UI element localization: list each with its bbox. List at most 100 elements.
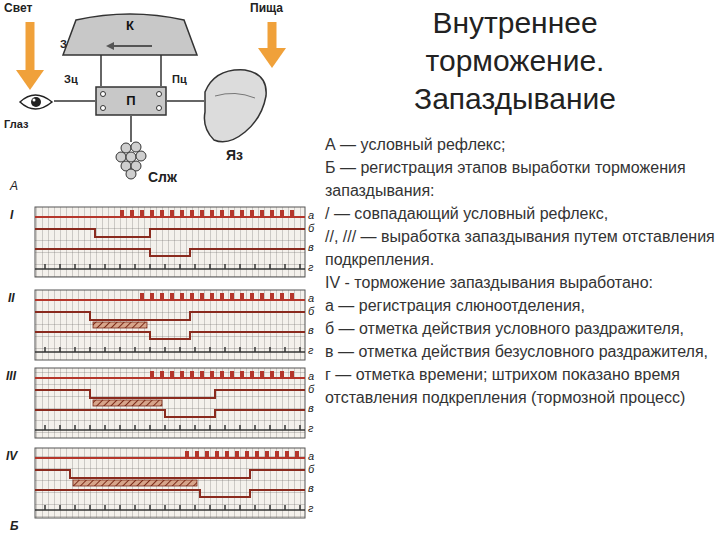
- time-tick: [44, 264, 46, 269]
- saliva-drop: [170, 371, 174, 377]
- time-tick: [209, 505, 211, 510]
- time-tick: [44, 347, 46, 352]
- saliva-drop: [260, 210, 264, 216]
- saliva-drop: [200, 371, 204, 377]
- block-label: П: [95, 86, 167, 108]
- part-label: Яз: [226, 148, 243, 163]
- saliva-drop: [290, 210, 294, 216]
- time-tick: [179, 347, 181, 352]
- time-tick: [239, 425, 241, 430]
- saliva-drop: [210, 293, 214, 299]
- panel-label: Б: [10, 520, 19, 533]
- saliva-drop: [295, 451, 299, 457]
- chart-panel: [35, 207, 305, 277]
- cortex-block: К: [62, 14, 198, 56]
- time-tick: [59, 505, 61, 510]
- panel-label: I: [10, 209, 13, 222]
- time-tick: [179, 505, 181, 510]
- time-tick: [224, 425, 226, 430]
- panel-label: а: [308, 450, 314, 462]
- panel-label: б: [308, 463, 314, 475]
- panel-label: б: [308, 222, 314, 234]
- saliva-drop: [240, 371, 244, 377]
- saliva-drop: [240, 293, 244, 299]
- tongue: [204, 70, 266, 142]
- block-label: К: [62, 14, 198, 33]
- time-tick: [179, 264, 181, 269]
- time-tick: [269, 505, 271, 510]
- time-tick: [119, 264, 121, 269]
- saliva-drop: [120, 210, 124, 216]
- panel-label: в: [308, 241, 314, 253]
- time-tick: [164, 505, 166, 510]
- panel-label: в: [308, 482, 314, 494]
- time-tick: [59, 425, 61, 430]
- saliva-drop: [230, 371, 234, 377]
- time-tick: [89, 425, 91, 430]
- note-line: / — совпадающий условный рефлекс,: [325, 202, 715, 225]
- notes: А — условный рефлекс;Б — регистрация эта…: [325, 133, 715, 409]
- saliva-drop: [190, 293, 194, 299]
- saliva-drop: [160, 293, 164, 299]
- chart-panel: [35, 368, 305, 438]
- saliva-drop: [270, 293, 274, 299]
- light-arrow: [26, 22, 35, 70]
- saliva-drop: [235, 451, 239, 457]
- time-tick: [164, 264, 166, 269]
- chart-panel: [35, 448, 305, 518]
- center-block: П: [95, 86, 167, 116]
- time-tick: [224, 264, 226, 269]
- saliva-drop: [210, 210, 214, 216]
- time-tick: [119, 347, 121, 352]
- time-tick: [224, 505, 226, 510]
- saliva-drop: [160, 210, 164, 216]
- saliva-drop: [160, 371, 164, 377]
- saliva-drop: [255, 451, 259, 457]
- delay-bar: [93, 400, 162, 406]
- time-tick: [89, 347, 91, 352]
- saliva-drop: [210, 371, 214, 377]
- time-tick: [59, 347, 61, 352]
- connector: [160, 54, 162, 86]
- note-line: //, /// — выработка запаздывания путем о…: [325, 225, 715, 271]
- saliva-drop: [280, 210, 284, 216]
- time-tick: [269, 425, 271, 430]
- time-tick: [254, 505, 256, 510]
- saliva-trace: [35, 216, 305, 218]
- kymogram: [35, 207, 305, 518]
- time-tick: [284, 505, 286, 510]
- panel-label: II: [8, 292, 15, 305]
- saliva-drop: [250, 293, 254, 299]
- cs-trace: [35, 312, 305, 320]
- saliva-drop: [245, 451, 249, 457]
- saliva-drop: [230, 210, 234, 216]
- us-trace: [35, 332, 305, 339]
- time-tick: [74, 347, 76, 352]
- saliva-drop: [260, 293, 264, 299]
- panel-label: г: [308, 344, 313, 356]
- time-tick: [149, 264, 151, 269]
- tongue-fold: [215, 93, 255, 98]
- time-tick: [239, 347, 241, 352]
- cs-trace: [35, 390, 305, 398]
- saliva-drop: [250, 210, 254, 216]
- saliva-drop: [150, 210, 154, 216]
- saliva-drop: [290, 371, 294, 377]
- time-tick: [254, 425, 256, 430]
- saliva-drop: [140, 293, 144, 299]
- saliva-drop: [180, 210, 184, 216]
- saliva-drop: [270, 371, 274, 377]
- time-tick: [134, 505, 136, 510]
- saliva-drop: [170, 293, 174, 299]
- time-tick: [299, 347, 301, 352]
- time-tick: [134, 425, 136, 430]
- saliva-trace: [35, 457, 305, 459]
- cs-trace: [35, 229, 305, 237]
- time-tick: [149, 505, 151, 510]
- saliva-trace: [35, 377, 305, 379]
- part-label: Глаз: [4, 118, 28, 130]
- eye: [20, 95, 52, 109]
- saliva-drop: [260, 371, 264, 377]
- time-tick: [269, 347, 271, 352]
